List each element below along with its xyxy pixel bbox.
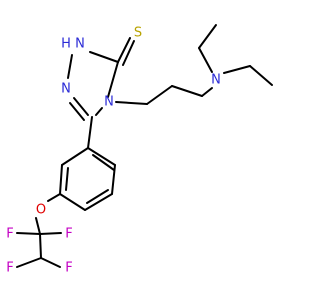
background	[0, 0, 300, 300]
bond-n2-n1	[67, 54, 73, 79]
sulfur-atom-label: S	[134, 26, 142, 41]
bond-ring-1	[87, 147, 116, 166]
bond-chf2-f3	[16, 257, 42, 268]
bond-n1-c5-double	[69, 102, 85, 121]
bond-ring-3	[84, 193, 113, 211]
fluorine-atom-label-3: F	[6, 261, 13, 276]
bond-ring-5-inner	[65, 167, 69, 191]
oxygen-atom-label: O	[36, 203, 46, 218]
bond-o-cf2	[35, 217, 41, 235]
bond-n-ethyl2-ch2	[223, 65, 251, 74]
bond-aryl-o	[47, 193, 61, 202]
bond-c5-n4	[95, 107, 103, 116]
bond-ring-5	[59, 164, 63, 195]
fluorine-atom-label-2: F	[65, 227, 72, 242]
fluorine-atom-label-4: F	[65, 261, 72, 276]
benzene-ring	[59, 116, 116, 211]
triazole-nitrogen-label: N	[61, 82, 71, 97]
bond-c-s-1	[117, 37, 131, 63]
bond-ethyl2-ch3	[249, 65, 273, 86]
bond-ring-2	[111, 164, 116, 195]
bond-cf2-f2	[39, 232, 62, 235]
bond-c3-n2	[89, 51, 119, 63]
bond-n4-c1	[115, 101, 148, 105]
triazole-ring	[67, 51, 119, 121]
amine-nitrogen-label: N	[211, 73, 221, 88]
bond-ring-1-inner	[92, 154, 115, 171]
bond-c-s-2	[122, 40, 135, 66]
nh-nitrogen-label: N	[75, 37, 85, 52]
bond-ring-3-inner	[86, 189, 109, 204]
bond-c1-c2	[146, 85, 173, 105]
bond-n-ethyl1-ch2	[198, 47, 213, 73]
bond-cf2-chf2	[39, 233, 42, 259]
nh-hydrogen-label: H	[61, 37, 71, 52]
bond-cf2-f1	[16, 232, 41, 235]
molecule-structure-diagram: S H N N N N O F F F F	[0, 0, 300, 300]
bond-ethyl1-ch3	[198, 24, 217, 49]
bond-c3-n4	[107, 61, 119, 98]
bond-c5-aryl	[87, 116, 93, 149]
bond-chf2-f4	[40, 257, 61, 268]
tetrafluoroethoxy-group	[16, 193, 62, 268]
bond-c2-c3	[171, 85, 203, 97]
ring-nitrogen-label: N	[104, 95, 114, 110]
bond-c3-n	[201, 87, 213, 97]
diethylaminopropyl-chain	[115, 24, 273, 105]
bond-ring-6	[61, 147, 89, 166]
thione-double-bond	[117, 37, 135, 66]
bond-ring-4	[59, 193, 86, 211]
fluorine-atom-label-1: F	[6, 227, 13, 242]
bond-n1-c5	[73, 97, 89, 116]
